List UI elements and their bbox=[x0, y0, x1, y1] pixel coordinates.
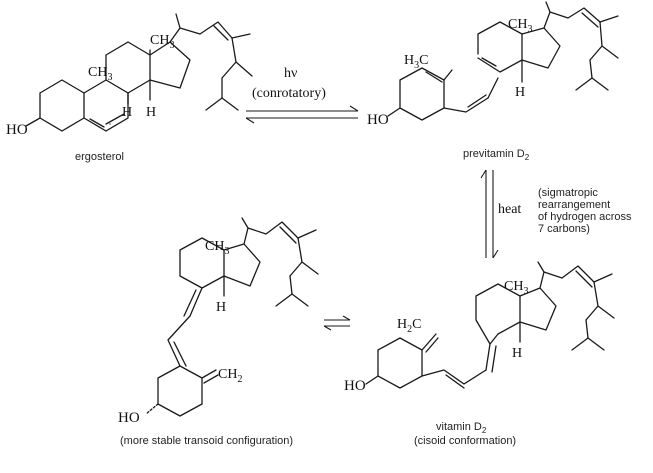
thermal-heat: heat bbox=[498, 202, 521, 217]
thermal-arrow: heat (sigmatropic rearrangement of hydro… bbox=[480, 169, 632, 259]
previtamin-caption: previtamin D2 bbox=[463, 148, 530, 162]
vitamin-caption-conformation: (cisoid conformation) bbox=[414, 435, 516, 447]
transoid-bonds bbox=[145, 217, 319, 417]
vitamin-bonds bbox=[365, 261, 615, 389]
thermal-note-3: of hydrogen across bbox=[538, 211, 632, 223]
transoid-h: H bbox=[216, 300, 226, 315]
ergosterol-structure: CH3 CH3 H H HO ergosterol bbox=[6, 13, 253, 163]
vitamin-h: H bbox=[512, 346, 522, 361]
vitamin-ch3: CH3 bbox=[504, 279, 528, 297]
ergosterol-ho: HO bbox=[6, 122, 28, 138]
ergosterol-caption: ergosterol bbox=[75, 151, 124, 163]
ergosterol-bonds bbox=[25, 13, 253, 132]
vitamin-h2c: H2C bbox=[397, 317, 421, 335]
previtamin-structure: H3C CH3 H HO previtamin D2 bbox=[367, 1, 619, 162]
previtamin-ho: HO bbox=[367, 112, 389, 128]
previtamin-bonds bbox=[387, 1, 619, 121]
ergosterol-h-b: H bbox=[146, 105, 156, 120]
ergosterol-h-a: H bbox=[122, 105, 132, 120]
previtamin-h3c: H3C bbox=[404, 53, 428, 71]
transoid-ch2: CH2 bbox=[218, 367, 242, 385]
ergosterol-ch3-a: CH3 bbox=[88, 65, 112, 83]
transoid-ho: HO bbox=[118, 410, 140, 426]
transoid-ch3: CH3 bbox=[205, 239, 229, 257]
photolysis-conrotatory: (conrotatory) bbox=[252, 86, 326, 101]
photolysis-arrow: hν (conrotatory) bbox=[245, 66, 359, 124]
vitamin-caption: vitamin D2 bbox=[436, 421, 487, 435]
thermal-note-4: 7 carbons) bbox=[538, 223, 590, 235]
transoid-structure: CH3 H CH2 HO (more stable transoid confi… bbox=[118, 217, 319, 447]
conformer-equilibrium-arrow bbox=[323, 315, 351, 331]
photolysis-hv: hν bbox=[284, 66, 297, 81]
transoid-caption: (more stable transoid configuration) bbox=[120, 435, 293, 447]
previtamin-h: H bbox=[515, 85, 525, 100]
thermal-note-1: (sigmatropic bbox=[538, 187, 598, 199]
thermal-note-2: rearrangement bbox=[538, 199, 610, 211]
vitamin-structure: H2C CH3 H HO vitamin D2 (cisoid conforma… bbox=[344, 261, 615, 447]
previtamin-ch3: CH3 bbox=[508, 17, 532, 35]
vitamin-ho: HO bbox=[344, 378, 366, 394]
ergosterol-ch3-b: CH3 bbox=[150, 33, 174, 51]
